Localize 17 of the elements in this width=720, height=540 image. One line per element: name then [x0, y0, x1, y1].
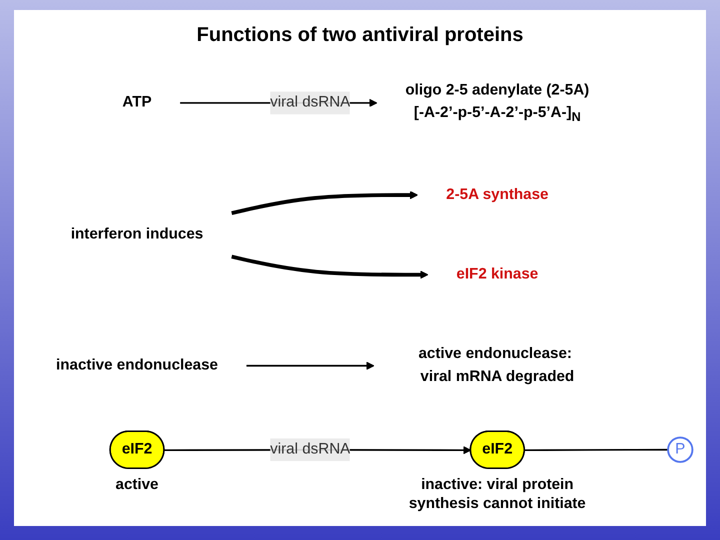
edge-label: viral dsRNA	[270, 441, 350, 458]
node-caption: active	[116, 476, 159, 494]
arrow	[231, 254, 428, 279]
node-text: oligo 2-5 adenylate (2-5A) [-A-2’-p-5’-A-2’-p-5’A-]$_{N}$	[405, 82, 590, 124]
edge-label: viral dsRNA	[270, 94, 350, 111]
node-text: interferon induces	[70, 226, 204, 242]
arrow	[231, 190, 418, 215]
diagram-title: Functions of two antiviral proteins	[196, 24, 524, 47]
node-text: active endonuclease: viral mRNA degraded	[418, 346, 574, 385]
arrow	[246, 362, 374, 370]
node-text: 2-5A synthase	[446, 186, 548, 203]
node-text: inactive endonuclease	[56, 357, 218, 374]
node-caption: inactive: viral protein synthesis cannot initiate	[408, 476, 586, 512]
connector	[524, 448, 668, 452]
node-text: eIF2 kinase	[456, 266, 538, 282]
node-circle: P	[667, 436, 694, 463]
node-text: ATP	[122, 94, 152, 111]
